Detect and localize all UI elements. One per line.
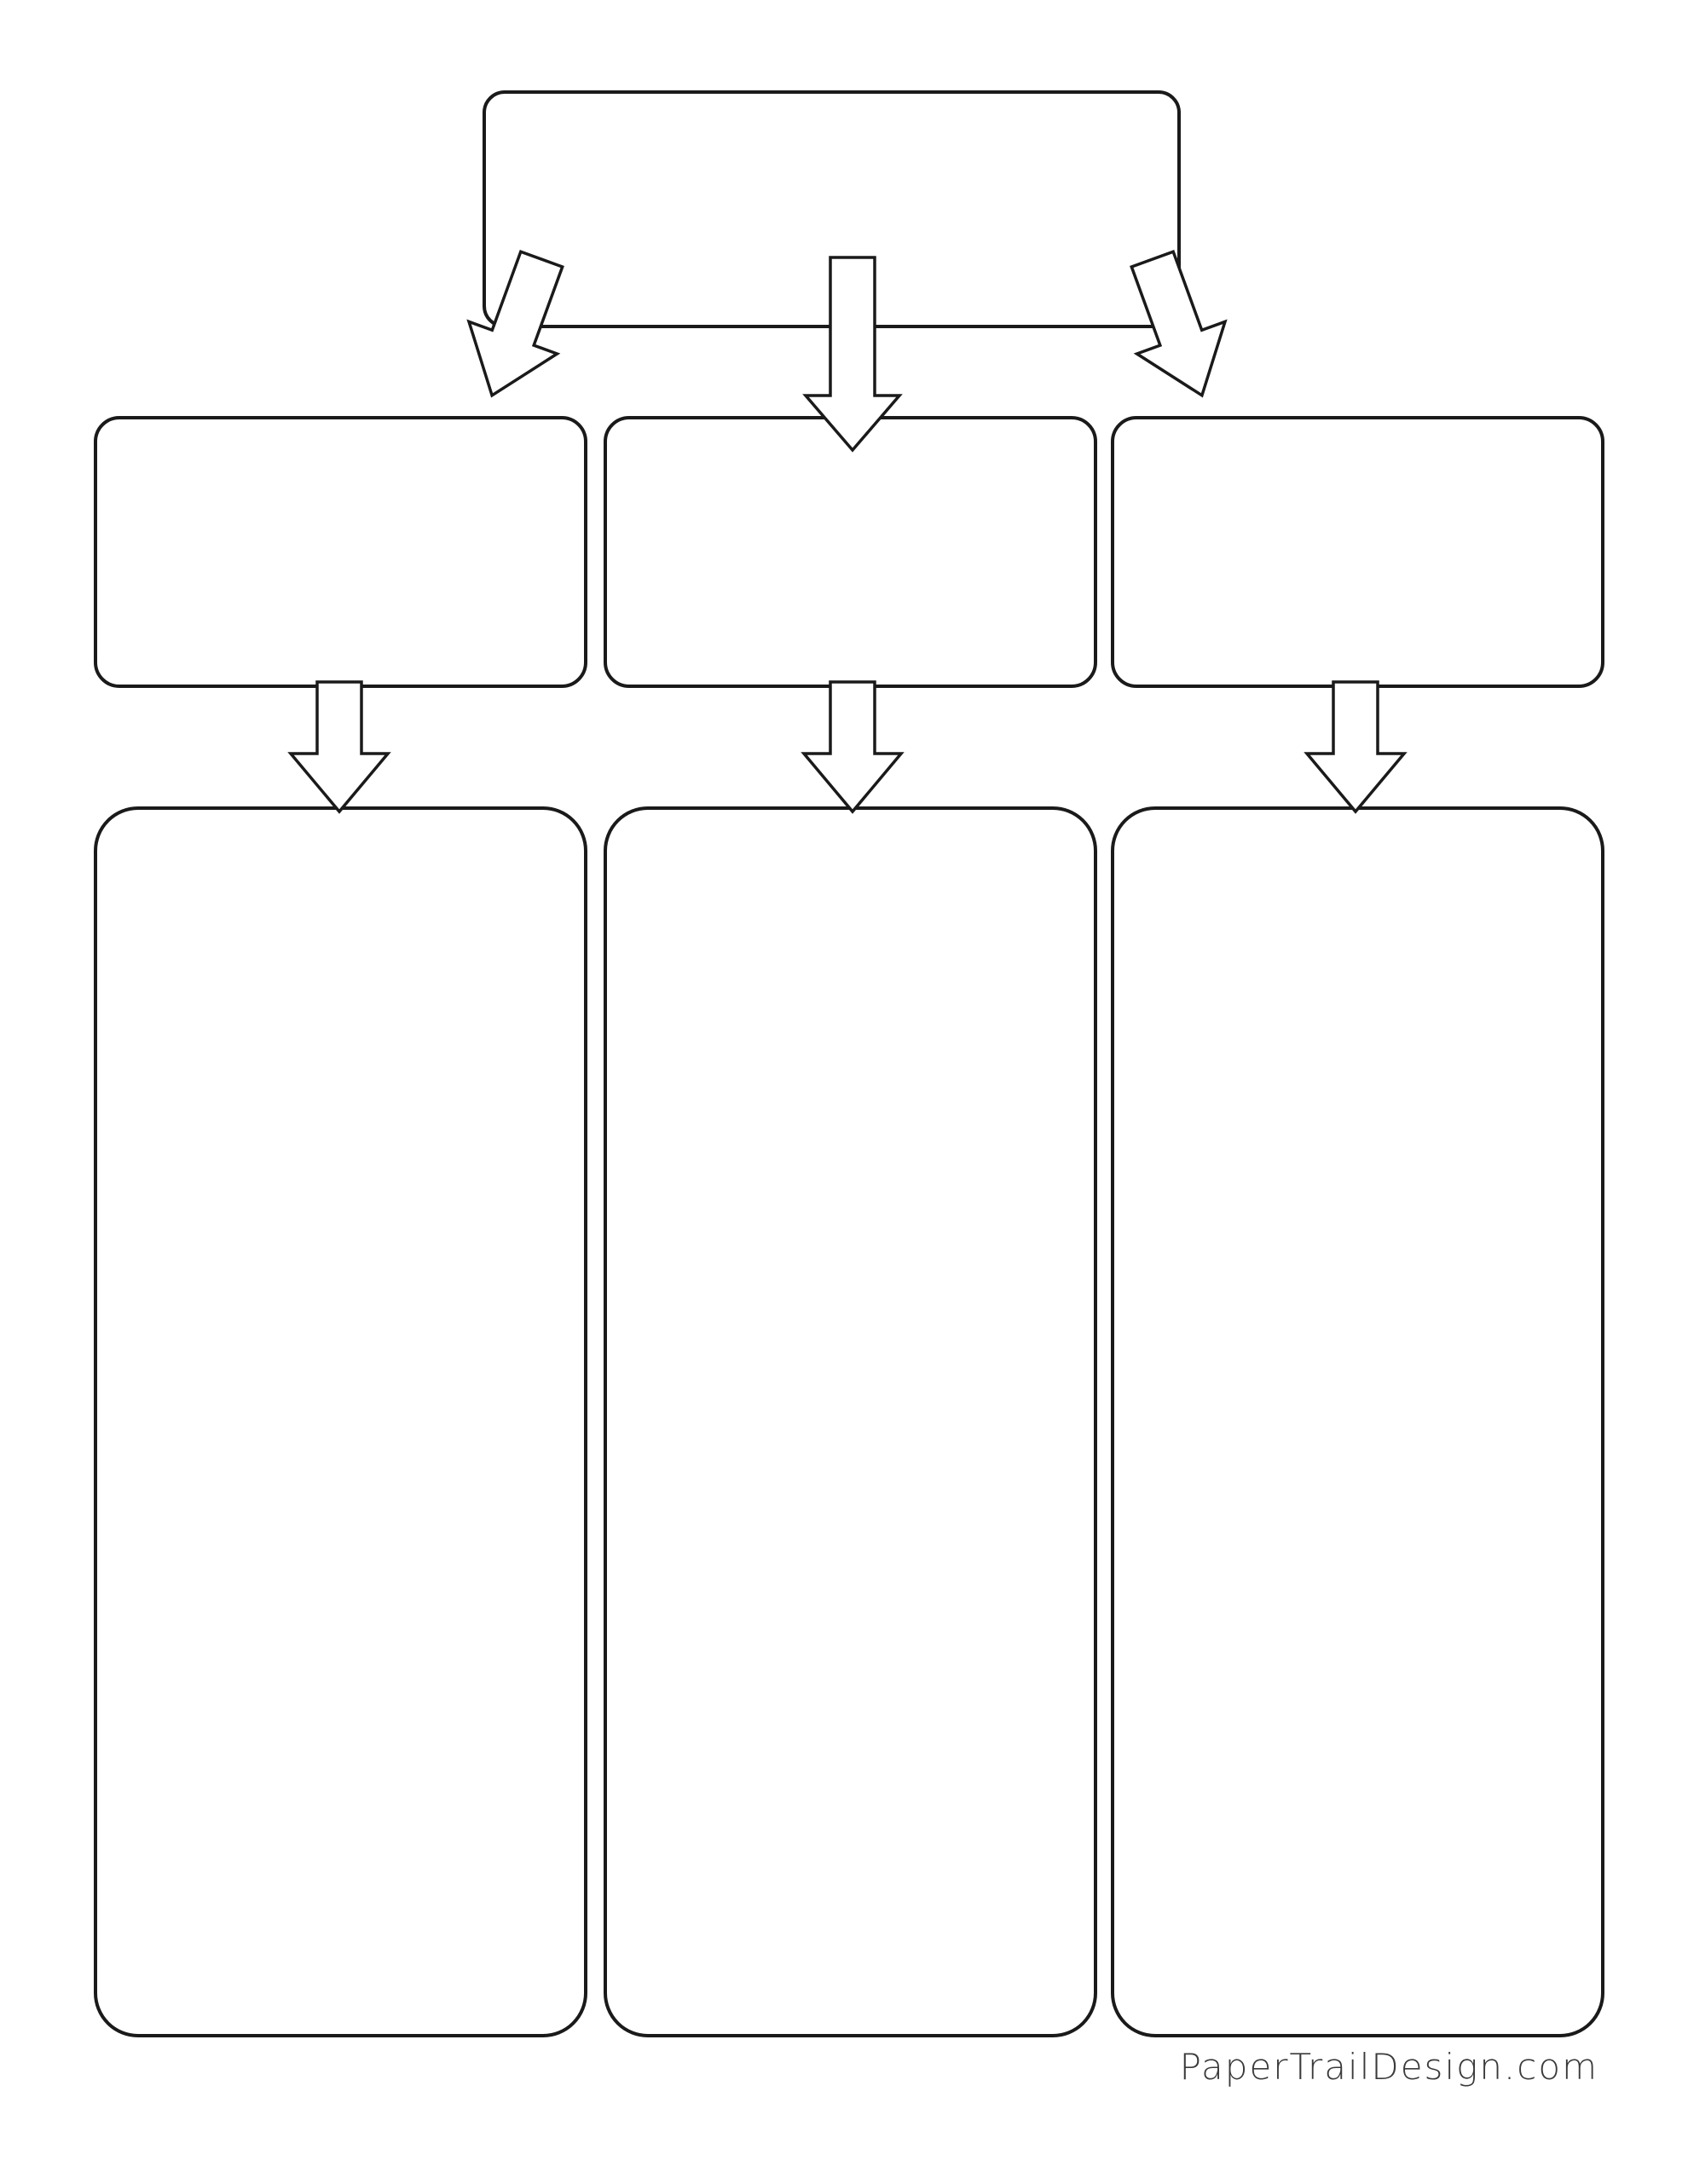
bottom-box-right[interactable] bbox=[1111, 806, 1604, 2037]
bottom-box-center[interactable] bbox=[604, 806, 1097, 2037]
bottom-box-left[interactable] bbox=[94, 806, 587, 2037]
arrow-icon-middle-center-to-bottom-center bbox=[801, 680, 905, 814]
arrow-icon-top-to-right bbox=[1130, 249, 1228, 398]
middle-box-center[interactable] bbox=[604, 416, 1097, 688]
arrow-icon-middle-right-to-bottom-right bbox=[1304, 680, 1408, 814]
middle-box-left[interactable] bbox=[94, 416, 587, 688]
arrow-icon-middle-left-to-bottom-left bbox=[287, 680, 391, 814]
arrow-icon-top-to-left bbox=[466, 249, 564, 398]
arrow-icon-top-to-center bbox=[802, 256, 903, 453]
middle-box-right[interactable] bbox=[1111, 416, 1604, 688]
site-credit: PaperTrailDesign.com bbox=[1179, 2046, 1598, 2088]
